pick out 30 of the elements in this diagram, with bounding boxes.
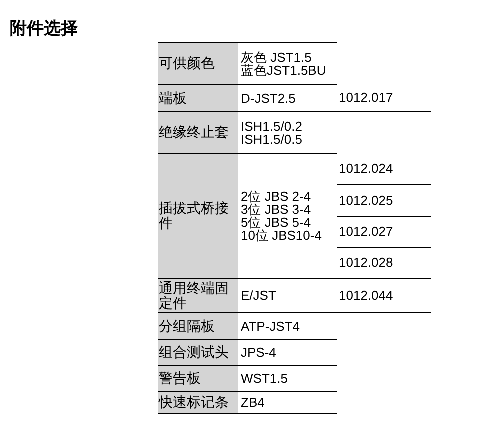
- cell-text: 灰色 JST1.5: [241, 50, 313, 64]
- header-cell: 绝缘终止套: [158, 112, 238, 153]
- cell-text: 1012.017: [339, 89, 394, 108]
- cell-text: D-JST2.5: [241, 92, 297, 104]
- cell-text: JPS-4: [241, 346, 278, 359]
- cell-text: ISH1.5/0.5: [241, 132, 304, 146]
- header-cell: 可供颜色: [158, 43, 238, 84]
- cell-text: 2位 JBS 2-4: [241, 190, 312, 203]
- cell-text: ZB4: [241, 396, 266, 409]
- cell-text: ISH1.5/0.2: [241, 120, 304, 132]
- cell-text: ATP-JST4: [241, 320, 301, 332]
- header-cell: 警告板: [158, 366, 238, 391]
- cell-text: E/JST: [241, 289, 278, 302]
- title: 附件选择: [10, 20, 78, 37]
- cell-text: 3位 JBS 3-4: [241, 203, 312, 216]
- header-cell: 快速标记条: [158, 392, 238, 413]
- cell-text: 1012.027: [339, 222, 394, 241]
- cell-text: 1012.024: [339, 160, 394, 178]
- header-cell: 插拔式桥接件: [158, 154, 238, 278]
- header-cell: 端板: [158, 85, 238, 111]
- header-cell: 组合测试头: [158, 340, 238, 365]
- header-cell: 分组隔板: [158, 313, 238, 339]
- cell-text: 10位 JBS10-4: [241, 229, 323, 242]
- cell-text: 1012.025: [339, 192, 394, 210]
- cell-text: 5位 JBS 5-4: [241, 216, 312, 229]
- cell-text: 1012.044: [339, 286, 394, 305]
- header-cell: 通用终端固定件: [158, 279, 238, 312]
- cell-text: 1012.028: [339, 254, 394, 272]
- cell-text: 蓝色JST1.5BU: [241, 64, 328, 76]
- cell-text: WST1.5: [241, 372, 289, 385]
